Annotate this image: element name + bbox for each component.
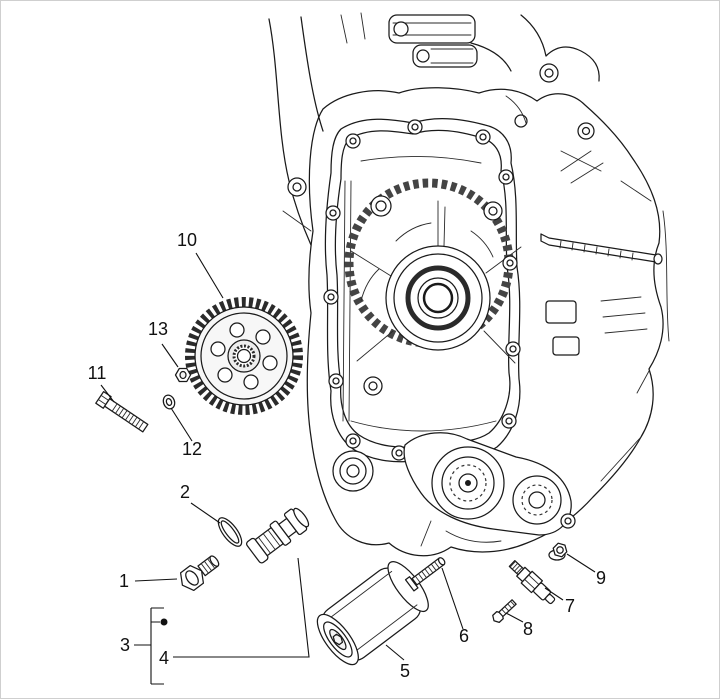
- kit-bracket: [134, 557, 310, 685]
- crank-seal-rings: [385, 245, 491, 351]
- part-label-4: 4: [159, 648, 169, 668]
- part-label-8: 8: [523, 619, 533, 639]
- part-label-2: 2: [180, 482, 190, 502]
- part-label-5: 5: [400, 661, 410, 681]
- part-8-bolt: [492, 599, 517, 623]
- part-12-washer: [162, 394, 176, 410]
- case-long-screw: [540, 233, 663, 265]
- part-label-1: 1: [119, 571, 129, 591]
- part-label-10: 10: [177, 230, 197, 250]
- part-2-oring: [217, 517, 243, 547]
- part-label-13: 13: [148, 319, 168, 339]
- part-label-6: 6: [459, 626, 469, 646]
- part-1-plug: [179, 555, 220, 592]
- engine-right-details: [505, 95, 670, 482]
- leader-lines: [100, 252, 596, 685]
- part-5-cartridge: [316, 557, 446, 666]
- part-13-nut: [174, 367, 192, 383]
- part-label-7: 7: [565, 596, 575, 616]
- part-11-bolt: [95, 390, 149, 433]
- part-label-9: 9: [596, 568, 606, 588]
- part-10-sprocket: [185, 297, 303, 415]
- part-4-valve-spool: [246, 507, 310, 564]
- part-label-12: 12: [182, 439, 202, 459]
- part-label-11: 11: [88, 363, 107, 383]
- part-7-sensor: [508, 559, 556, 605]
- lower-housing: [332, 432, 576, 547]
- part-6-stud: [404, 557, 446, 592]
- part-9-nut: [548, 542, 568, 561]
- part-labels: 1 2 3 4 5 6 7 8 9 10 11 12 13: [88, 230, 606, 681]
- part-label-3: 3: [120, 635, 130, 655]
- engine-top-pipes: [340, 12, 600, 83]
